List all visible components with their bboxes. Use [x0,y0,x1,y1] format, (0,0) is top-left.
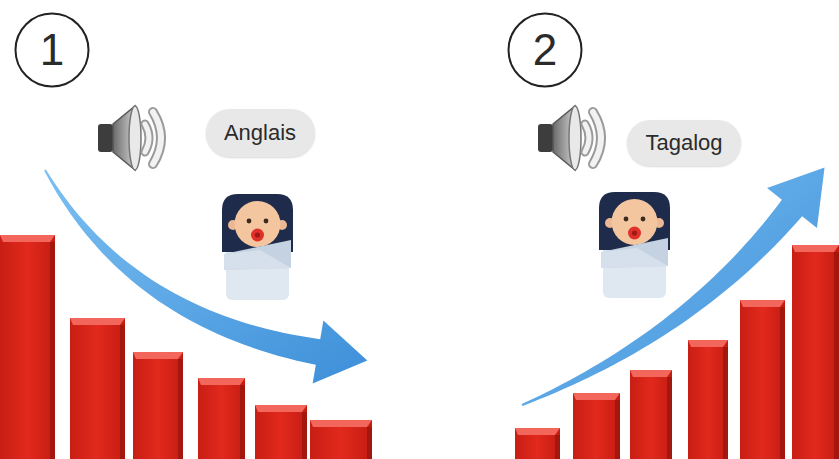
bar [70,318,125,459]
down-arrow [44,170,367,384]
baby-icon [599,192,670,298]
speaker-icon [538,106,601,170]
bar [0,235,55,459]
language-label: Tagalog [627,120,741,166]
bar [688,340,728,459]
bar [573,393,620,459]
language-name: Tagalog [645,131,722,155]
bar [792,245,839,459]
bar [255,405,307,459]
baby-icon [222,194,293,300]
bar [310,420,372,459]
bar [630,370,672,459]
bar [133,352,183,459]
step-number-text: 2 [533,26,557,74]
trend-arrow [44,167,824,405]
language-name: Anglais [224,121,296,145]
bar [515,428,560,459]
step-number-text: 1 [40,26,64,74]
step-number: 2 [507,12,583,88]
bar [740,300,785,459]
bar [198,378,245,459]
language-label: Anglais [206,109,315,157]
speaker-icon [98,106,161,170]
step-number: 1 [14,12,90,88]
up-arrow [522,167,825,405]
